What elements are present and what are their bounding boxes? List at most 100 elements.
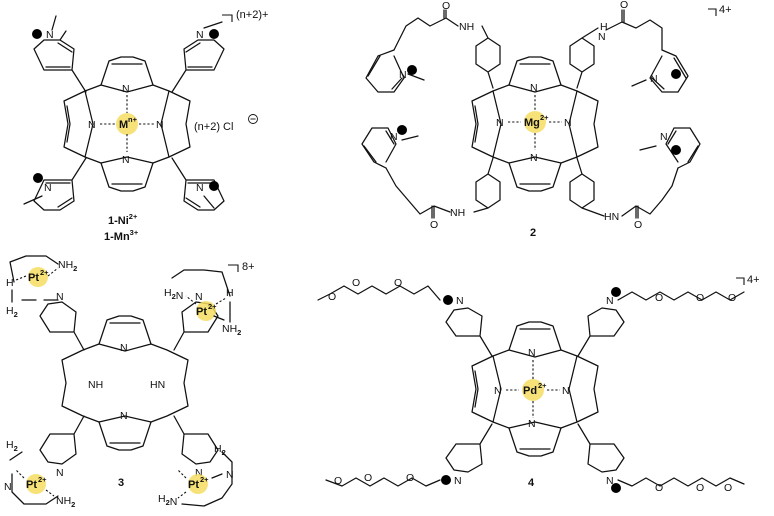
atom-nh: NH xyxy=(450,207,465,219)
atom-h: H xyxy=(226,287,234,299)
atom-n: N xyxy=(122,154,130,166)
metal-symbol-1: M xyxy=(119,119,128,131)
atom-n: N xyxy=(606,295,614,307)
atom-n: N xyxy=(606,475,614,487)
atom-o: O xyxy=(406,472,414,484)
atom-n: N xyxy=(56,291,64,303)
compound-1: N N N N M n+ N N N xyxy=(23,9,268,243)
atom-h2: H2 xyxy=(214,443,226,457)
atom-nh2: NH2 xyxy=(56,495,75,509)
pyridinium-ring: N xyxy=(32,15,87,93)
atom-n: N xyxy=(562,385,570,397)
atom-n: N xyxy=(226,469,234,481)
atom-o: O xyxy=(430,219,438,231)
atom-n: N xyxy=(456,295,464,307)
atom-n: N xyxy=(564,117,572,129)
atom-n: N xyxy=(122,83,130,95)
atom-n: N xyxy=(120,410,128,422)
atom-nh2: NH2 xyxy=(222,323,241,337)
atom-o: O xyxy=(364,472,372,484)
atom-o: O xyxy=(724,482,732,494)
atom-h: H xyxy=(6,277,14,289)
atom-n: N xyxy=(598,31,606,43)
atom-o: O xyxy=(442,0,450,12)
atom-n: N xyxy=(454,475,462,487)
atom-n: N xyxy=(196,29,204,41)
atom-n: N xyxy=(528,347,536,359)
atom-n: N xyxy=(530,152,538,164)
porphyrin-core-1 xyxy=(63,56,191,192)
atom-n: N xyxy=(494,385,502,397)
atom-n: N xyxy=(4,481,12,493)
metal-symbol-3: Pt xyxy=(196,306,207,318)
pyridinium-ring: N xyxy=(171,157,225,211)
atom-n: N xyxy=(195,291,203,303)
metal-charge-3: 2+ xyxy=(38,475,47,484)
compound-label-1-ni: 1-Ni2+ xyxy=(108,212,138,227)
charge-bracket xyxy=(708,8,717,16)
metal-symbol-3: Pt xyxy=(26,479,37,491)
atom-n: N xyxy=(650,73,658,85)
metal-charge-2: 2+ xyxy=(540,113,549,122)
atom-n: N xyxy=(496,117,504,129)
atom-n: N xyxy=(44,182,52,194)
compound-label-4: 4 xyxy=(528,477,535,489)
compound-3: N N NH HN N N N N Pt 2+ Pt 2+ Pt 2+ Pt 2… xyxy=(4,255,255,509)
atom-n: N xyxy=(660,131,668,143)
atom-o: O xyxy=(334,475,342,487)
overall-charge-2: 4+ xyxy=(719,4,732,16)
overall-charge-4: 4+ xyxy=(747,274,760,286)
pyridinium-ring: N xyxy=(171,21,225,93)
atom-nh: NH xyxy=(459,21,474,33)
metal-symbol-3: Pt xyxy=(28,272,39,284)
metal-center-1 xyxy=(116,113,138,135)
atom-nh2: NH2 xyxy=(58,259,77,273)
metal-charge-3: 2+ xyxy=(40,268,49,277)
metal-charge-3: 2+ xyxy=(200,475,209,484)
atom-n: N xyxy=(399,69,407,81)
atom-nh: NH xyxy=(88,379,103,391)
metal-charge-3: 2+ xyxy=(208,302,217,311)
atom-n: N xyxy=(46,29,54,41)
overall-charge-3: 8+ xyxy=(242,261,255,273)
metal-symbol-3: Pt xyxy=(188,479,199,491)
atom-hn: HN xyxy=(150,379,165,391)
atom-n: N xyxy=(390,131,398,143)
atom-hn: HN xyxy=(604,211,619,223)
atom-n: N xyxy=(196,182,204,194)
compound-4: N N N N Pd 2+ N N N N O O O O O O O O O … xyxy=(317,274,760,494)
atom-o: O xyxy=(696,292,704,304)
pyridinium-ring: N xyxy=(23,157,87,211)
compound-label-1-mn: 1-Mn3+ xyxy=(104,228,139,243)
atom-o: O xyxy=(394,277,402,289)
atom-h2: H2 xyxy=(6,439,18,453)
atom-n: N xyxy=(156,119,164,131)
atom-o: O xyxy=(634,219,642,231)
atom-h2n: H2 xyxy=(6,305,18,319)
metal-charge-4: 2+ xyxy=(538,381,547,390)
metal-symbol-2: Mg xyxy=(524,117,540,129)
atom-n: N xyxy=(56,467,64,479)
atom-h2n: H2N xyxy=(158,493,177,508)
compound-label-2: 2 xyxy=(530,227,536,239)
atom-o: O xyxy=(655,292,663,304)
counterion: (n+2) Cl xyxy=(194,121,233,133)
metal-symbol-4: Pd xyxy=(523,385,537,397)
atom-n: N xyxy=(120,342,128,354)
atom-o: O xyxy=(696,482,704,494)
charge-bracket xyxy=(222,14,233,22)
metal-charge-1: n+ xyxy=(128,115,138,124)
atom-h2n: H2N xyxy=(164,287,183,302)
atom-hn: H xyxy=(600,21,608,33)
atom-o: O xyxy=(728,292,736,304)
overall-charge-1: (n+2)+ xyxy=(236,9,268,21)
atom-o: O xyxy=(620,0,628,11)
compound-label-3: 3 xyxy=(118,477,124,489)
charge-bracket xyxy=(228,264,239,272)
atom-n: N xyxy=(530,82,538,94)
atom-o: O xyxy=(655,482,663,494)
charge-bracket xyxy=(736,277,745,285)
atom-o: O xyxy=(352,277,360,289)
compound-2: N N N N Mg 2+ NH O N H N O N NH O xyxy=(361,0,732,239)
